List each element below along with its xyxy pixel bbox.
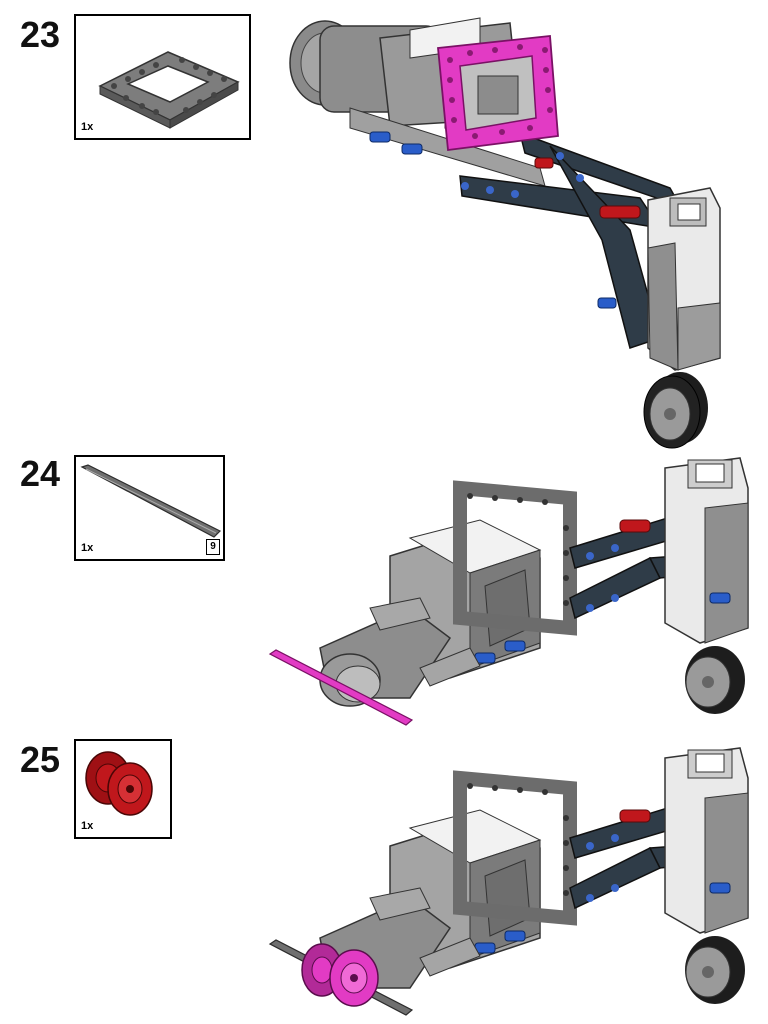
axle-length-badge: 9 — [206, 539, 220, 555]
parts-callout-23: 1x — [74, 14, 251, 140]
magenta-wheels-highlight — [301, 943, 379, 1007]
step-number-23: 23 — [20, 14, 61, 55]
wheel-part-icon — [85, 751, 153, 816]
parts-callout-25: 1x — [74, 739, 172, 839]
quantity-label-23: 1x — [81, 121, 94, 133]
step-number-25: 25 — [20, 739, 61, 780]
frame-part-icon — [98, 51, 240, 129]
model-assembly-23 — [289, 17, 721, 449]
quantity-label-24: 1x — [81, 542, 94, 554]
magenta-frame-highlight — [437, 35, 559, 152]
model-assembly-24 — [268, 457, 749, 726]
parts-callout-24: 1x 9 — [74, 455, 225, 561]
magenta-axle-highlight — [268, 649, 414, 726]
step-number-24: 24 — [20, 453, 61, 494]
axle-part-icon — [80, 464, 222, 538]
model-assembly-25 — [268, 747, 749, 1016]
quantity-label-25: 1x — [81, 820, 94, 832]
